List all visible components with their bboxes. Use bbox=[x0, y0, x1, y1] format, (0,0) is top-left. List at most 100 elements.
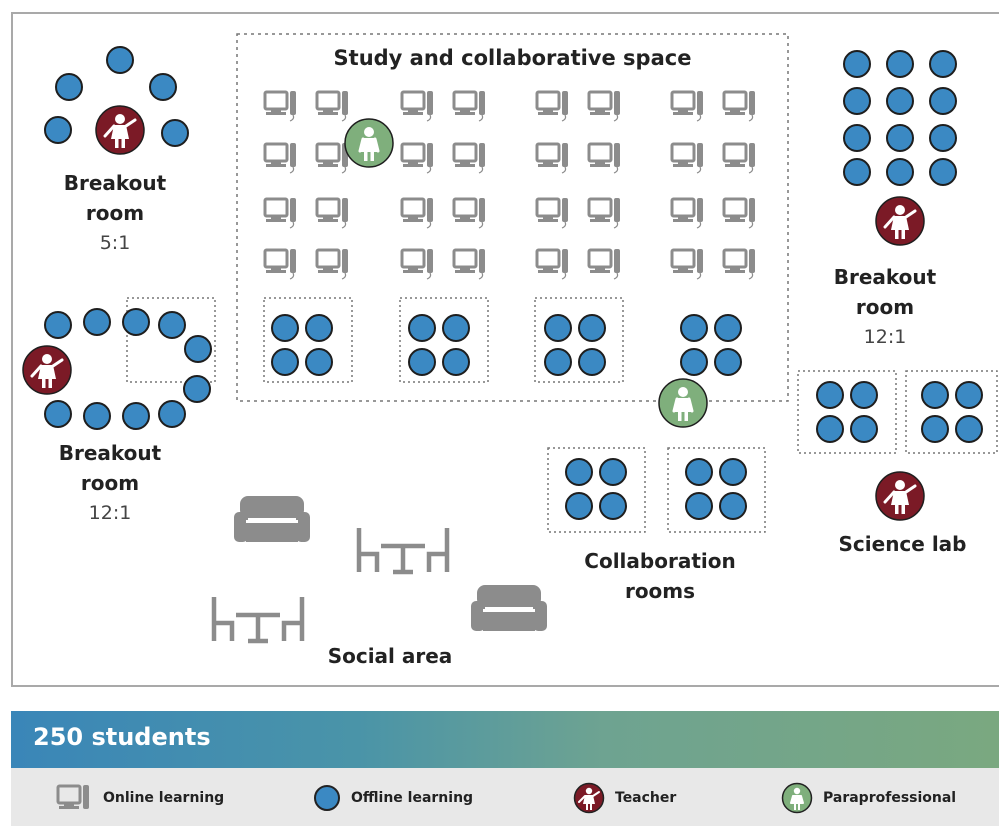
student-icon bbox=[886, 124, 914, 152]
paraprofessional-icon bbox=[658, 378, 708, 428]
teacher-icon bbox=[573, 782, 605, 814]
breakout-room-2-label: Breakout room 12:1 bbox=[58, 441, 162, 524]
student-icon bbox=[578, 314, 606, 342]
computer-icon bbox=[263, 197, 296, 229]
student-icon bbox=[921, 415, 949, 443]
student-icon bbox=[850, 381, 878, 409]
legend-item-paraprofessional: Paraprofessional bbox=[781, 782, 956, 814]
computer-icon bbox=[670, 142, 703, 174]
computer-icon bbox=[535, 142, 568, 174]
students-banner: 250 students bbox=[11, 711, 999, 768]
student-icon bbox=[44, 311, 72, 339]
teacher-icon bbox=[875, 196, 925, 246]
student-icon bbox=[843, 124, 871, 152]
student-icon bbox=[921, 381, 949, 409]
computer-icon bbox=[452, 197, 485, 229]
computer-icon bbox=[56, 784, 89, 809]
science-lab-pod-boundary bbox=[905, 370, 998, 454]
table-chairs-icon bbox=[211, 597, 305, 644]
computer-icon bbox=[670, 90, 703, 122]
student-icon bbox=[305, 314, 333, 342]
student-icon bbox=[83, 308, 111, 336]
legend-item-online: Online learning bbox=[55, 782, 224, 814]
computer-icon bbox=[587, 197, 620, 229]
social-area-label: Social area bbox=[327, 644, 453, 668]
computer-icon bbox=[452, 248, 485, 280]
computer-icon bbox=[535, 248, 568, 280]
student-icon bbox=[149, 73, 177, 101]
computer-icon bbox=[263, 142, 296, 174]
student-icon bbox=[544, 348, 572, 376]
student-icon bbox=[685, 458, 713, 486]
table-chairs-icon bbox=[356, 528, 450, 575]
student-icon bbox=[843, 87, 871, 115]
computer-icon bbox=[315, 90, 348, 122]
computer-icon bbox=[263, 90, 296, 122]
study-space-title: Study and collaborative space bbox=[333, 46, 692, 70]
student-icon bbox=[83, 402, 111, 430]
study-pod-boundary bbox=[263, 297, 353, 383]
computer-icon bbox=[587, 142, 620, 174]
student-icon bbox=[314, 785, 340, 811]
student-icon bbox=[714, 314, 742, 342]
student-icon bbox=[122, 402, 150, 430]
student-icon bbox=[850, 415, 878, 443]
computer-icon bbox=[535, 197, 568, 229]
teacher-icon bbox=[95, 105, 145, 155]
floor-plan bbox=[11, 12, 999, 687]
students-count-title: 250 students bbox=[33, 723, 211, 751]
computer-icon bbox=[535, 90, 568, 122]
collaboration-rooms-label: Collaboration rooms bbox=[584, 549, 736, 603]
student-icon bbox=[929, 87, 957, 115]
student-icon bbox=[719, 458, 747, 486]
student-icon bbox=[161, 119, 189, 147]
legend-item-offline: Offline learning bbox=[313, 782, 473, 814]
student-icon bbox=[44, 116, 72, 144]
student-icon bbox=[955, 415, 983, 443]
student-icon bbox=[44, 400, 72, 428]
student-icon bbox=[158, 400, 186, 428]
study-pod-boundary bbox=[534, 297, 624, 383]
breakout-room-3-label: Breakout room 12:1 bbox=[833, 265, 937, 348]
computer-icon bbox=[315, 248, 348, 280]
paraprofessional-icon bbox=[781, 782, 813, 814]
student-icon bbox=[816, 381, 844, 409]
computer-icon bbox=[722, 197, 755, 229]
computer-icon bbox=[315, 197, 348, 229]
paraprofessional-icon bbox=[344, 118, 394, 168]
student-icon bbox=[680, 348, 708, 376]
collaboration-room-boundary bbox=[547, 447, 646, 533]
student-icon bbox=[565, 458, 593, 486]
student-icon bbox=[929, 50, 957, 78]
student-icon bbox=[680, 314, 708, 342]
computer-icon bbox=[587, 90, 620, 122]
student-icon bbox=[843, 50, 871, 78]
student-icon bbox=[599, 458, 627, 486]
computer-icon bbox=[263, 248, 296, 280]
floor-plan-diagram bbox=[22, 33, 998, 644]
student-icon bbox=[408, 348, 436, 376]
student-icon bbox=[955, 381, 983, 409]
computer-icon bbox=[452, 142, 485, 174]
student-icon bbox=[886, 50, 914, 78]
computer-icon bbox=[722, 90, 755, 122]
student-icon bbox=[565, 492, 593, 520]
student-icon bbox=[599, 492, 627, 520]
computer-icon bbox=[670, 197, 703, 229]
computer-icon bbox=[400, 142, 433, 174]
student-icon bbox=[408, 314, 436, 342]
legend: Online learning Offline learning Teacher bbox=[11, 768, 999, 826]
science-lab-pod-boundary bbox=[797, 370, 897, 454]
teacher-icon bbox=[875, 471, 925, 521]
science-lab-label: Science lab bbox=[838, 532, 967, 556]
study-space-boundary bbox=[236, 33, 789, 402]
student-icon bbox=[442, 314, 470, 342]
student-icon bbox=[685, 492, 713, 520]
sofa-icon bbox=[234, 496, 310, 542]
student-icon bbox=[714, 348, 742, 376]
sofa-icon bbox=[471, 585, 547, 631]
collaboration-room-boundary bbox=[667, 447, 766, 533]
student-icon bbox=[886, 87, 914, 115]
student-icon bbox=[578, 348, 606, 376]
study-pod-boundary bbox=[399, 297, 489, 383]
